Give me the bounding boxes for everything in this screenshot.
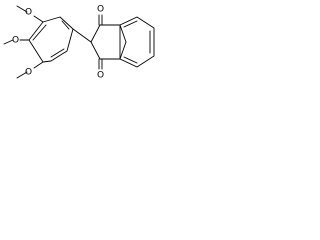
- aryl-oxygen-bond-lower: [33, 61, 44, 69]
- aryl-oxygen-bond-upper: [33, 15, 44, 23]
- methoxy-group-upper: O: [16, 5, 44, 23]
- methyl-bond-middle: [3, 39, 14, 45]
- carbonyl-group-lower: O: [97, 58, 104, 81]
- benzene-ring-phenyl: [28, 16, 74, 63]
- oxygen-label-upper: O: [25, 8, 32, 18]
- fused-double-bond-1: [123, 20, 138, 28]
- methyl-bond-upper: [16, 5, 28, 13]
- oxygen-label-lower: O: [25, 68, 32, 78]
- phenyl-double-bond-1: [32, 24, 47, 41]
- oxygen-label-middle: O: [12, 36, 19, 46]
- phenyl-double-bond-2: [61, 20, 70, 30]
- methoxy-group-lower: O: [16, 61, 44, 79]
- fused-ring-outline: [119, 16, 155, 68]
- methyl-bond-lower: [16, 71, 28, 79]
- five-ring-outline: [90, 24, 127, 60]
- carbonyl-oxygen-label-lower: O: [97, 71, 104, 81]
- carbonyl-oxygen-label-upper: O: [97, 5, 104, 15]
- indanedione-five-ring: [90, 24, 127, 60]
- carbonyl-group-upper: O: [97, 5, 104, 26]
- chemical-structure-diagram: O O O O O: [3, 5, 155, 81]
- methoxy-group-middle: O: [3, 36, 30, 46]
- phenyl-double-bond-3: [50, 48, 65, 58]
- aryl-to-ch-bond: [72, 28, 92, 43]
- benzene-ring-fused: [119, 16, 155, 68]
- phenyl-ring-outline: [28, 16, 74, 63]
- fused-double-bond-3: [123, 56, 138, 64]
